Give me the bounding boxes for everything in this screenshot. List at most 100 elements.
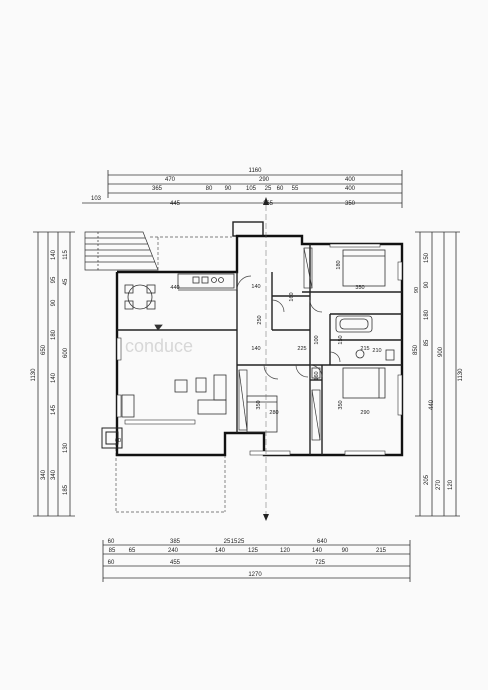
svg-text:25: 25 [238,539,245,545]
svg-text:90: 90 [414,287,420,293]
top-dimension-lines [82,170,403,208]
terrace-outline [115,236,232,513]
exterior-stairs [84,231,159,271]
svg-text:350: 350 [345,201,356,207]
watermark: conduce [125,336,193,356]
bottom-dimension-lines [102,540,411,582]
svg-text:400: 400 [345,186,356,192]
svg-text:150: 150 [338,335,344,344]
svg-text:100: 100 [314,335,320,344]
svg-text:215: 215 [360,346,369,352]
svg-text:60: 60 [108,539,115,545]
svg-text:65: 65 [129,548,136,554]
bathroom-fixtures [311,315,395,379]
svg-text:90: 90 [51,299,57,306]
wardrobes [238,247,321,441]
svg-text:25: 25 [265,186,272,192]
porch-pillar [101,427,123,449]
svg-text:340: 340 [41,469,47,480]
bedroom-top-width: 350 [355,285,364,291]
svg-text:85: 85 [109,548,116,554]
kitchen-counter [177,273,237,291]
svg-text:1270: 1270 [248,572,262,578]
svg-text:350: 350 [338,400,344,409]
bedroom-top-height: 180 [336,260,342,269]
windows [116,243,403,456]
svg-text:140: 140 [312,548,323,554]
svg-text:850: 850 [413,344,419,355]
svg-text:103: 103 [91,196,102,202]
svg-text:140: 140 [215,548,226,554]
chimney [232,221,264,237]
svg-text:1130: 1130 [31,368,37,382]
svg-text:60: 60 [277,186,284,192]
svg-text:140: 140 [51,372,57,383]
svg-text:270: 270 [436,479,442,490]
svg-text:455: 455 [170,560,181,566]
svg-text:140: 140 [51,249,57,260]
svg-text:15: 15 [231,539,238,545]
svg-text:250: 250 [257,315,263,324]
right-dimension-labels: 1130 150 90 180 85 850 900 440 205 270 1… [413,252,464,490]
svg-text:180: 180 [424,309,430,320]
svg-text:440: 440 [429,399,435,410]
room-labels: 350 180 440 140 160 250 140 225 100 150 … [115,260,420,444]
svg-text:215: 215 [376,548,387,554]
svg-text:45: 45 [63,278,69,285]
bottom-dimension-labels: 60 385 25 15 25 640 85 65 240 140 125 12… [108,539,387,578]
svg-text:125: 125 [248,548,259,554]
svg-text:725: 725 [315,560,326,566]
left-dimension-labels: 1130 650 340 140 95 90 180 140 145 115 4… [31,249,69,495]
svg-text:1160: 1160 [249,168,263,174]
svg-text:80: 80 [206,186,213,192]
svg-text:280: 280 [269,410,278,416]
beds [246,249,386,433]
dining-table [124,284,156,310]
svg-text:210: 210 [372,348,381,354]
svg-text:350: 350 [256,400,262,409]
svg-text:145: 145 [51,404,57,415]
svg-text:1130: 1130 [458,368,464,382]
svg-text:120: 120 [448,479,454,490]
svg-text:240: 240 [168,548,179,554]
svg-text:120: 120 [280,548,291,554]
exterior-walls [115,234,404,457]
right-dimension-lines [415,231,460,517]
svg-text:290: 290 [360,410,369,416]
svg-text:205: 205 [424,474,430,485]
svg-text:290: 290 [259,177,270,183]
doors [236,275,341,380]
top-dimension-labels: 1160 470 290 400 365 80 90 105 25 60 55 … [91,168,356,207]
left-dimension-lines [33,231,75,517]
svg-text:55: 55 [292,186,299,192]
svg-text:60: 60 [108,560,115,566]
svg-text:160: 160 [314,371,320,380]
svg-text:25: 25 [224,539,231,545]
svg-text:600: 600 [63,347,69,358]
svg-text:185: 185 [63,484,69,495]
living-furniture [121,324,227,418]
svg-text:650: 650 [41,344,47,355]
svg-text:140: 140 [251,284,260,290]
svg-text:180: 180 [51,329,57,340]
svg-text:400: 400 [345,177,356,183]
svg-text:85: 85 [424,339,430,346]
svg-text:470: 470 [165,177,176,183]
svg-text:340: 340 [51,469,57,480]
svg-text:90: 90 [342,548,349,554]
svg-text:225: 225 [297,346,306,352]
svg-text:90: 90 [225,186,232,192]
svg-text:150: 150 [424,252,430,263]
svg-text:160: 160 [289,292,295,301]
svg-text:105: 105 [246,186,257,192]
svg-text:445: 445 [170,201,181,207]
svg-text:365: 365 [152,186,163,192]
svg-text:130: 130 [63,442,69,453]
svg-text:385: 385 [170,539,181,545]
kitchen-width: 440 [170,285,179,291]
svg-text:900: 900 [438,346,444,357]
svg-text:640: 640 [317,539,328,545]
section-markers [263,197,269,521]
svg-text:60: 60 [115,438,121,444]
